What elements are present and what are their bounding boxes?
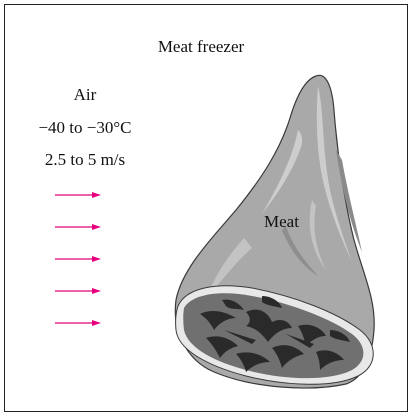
- meat-piece: [174, 74, 375, 389]
- meat-marbling: [200, 296, 350, 372]
- meat-highlight-streak: [262, 130, 303, 214]
- air-flow-arrow: [55, 320, 101, 326]
- air-flow-arrow: [55, 256, 101, 262]
- air-velocity-label: 2.5 to 5 m/s: [44, 150, 126, 169]
- meat-highlight-streak: [309, 200, 326, 270]
- air-flow-arrow: [55, 288, 101, 294]
- air-flow-arrow: [55, 224, 101, 230]
- air-label: Air: [73, 85, 97, 104]
- air-temperature-label: −40 to −30°C: [38, 118, 132, 137]
- air-flow-arrow: [55, 192, 101, 198]
- air-flow-arrows: [55, 192, 101, 326]
- meat-shadow-streak: [336, 150, 362, 252]
- diagram-title: Meat freezer: [157, 37, 245, 56]
- meat-highlight-streak: [316, 86, 352, 262]
- meat-label: Meat: [264, 212, 299, 231]
- meat-highlight-streak: [206, 238, 252, 300]
- meat-shadow-streak: [282, 226, 318, 276]
